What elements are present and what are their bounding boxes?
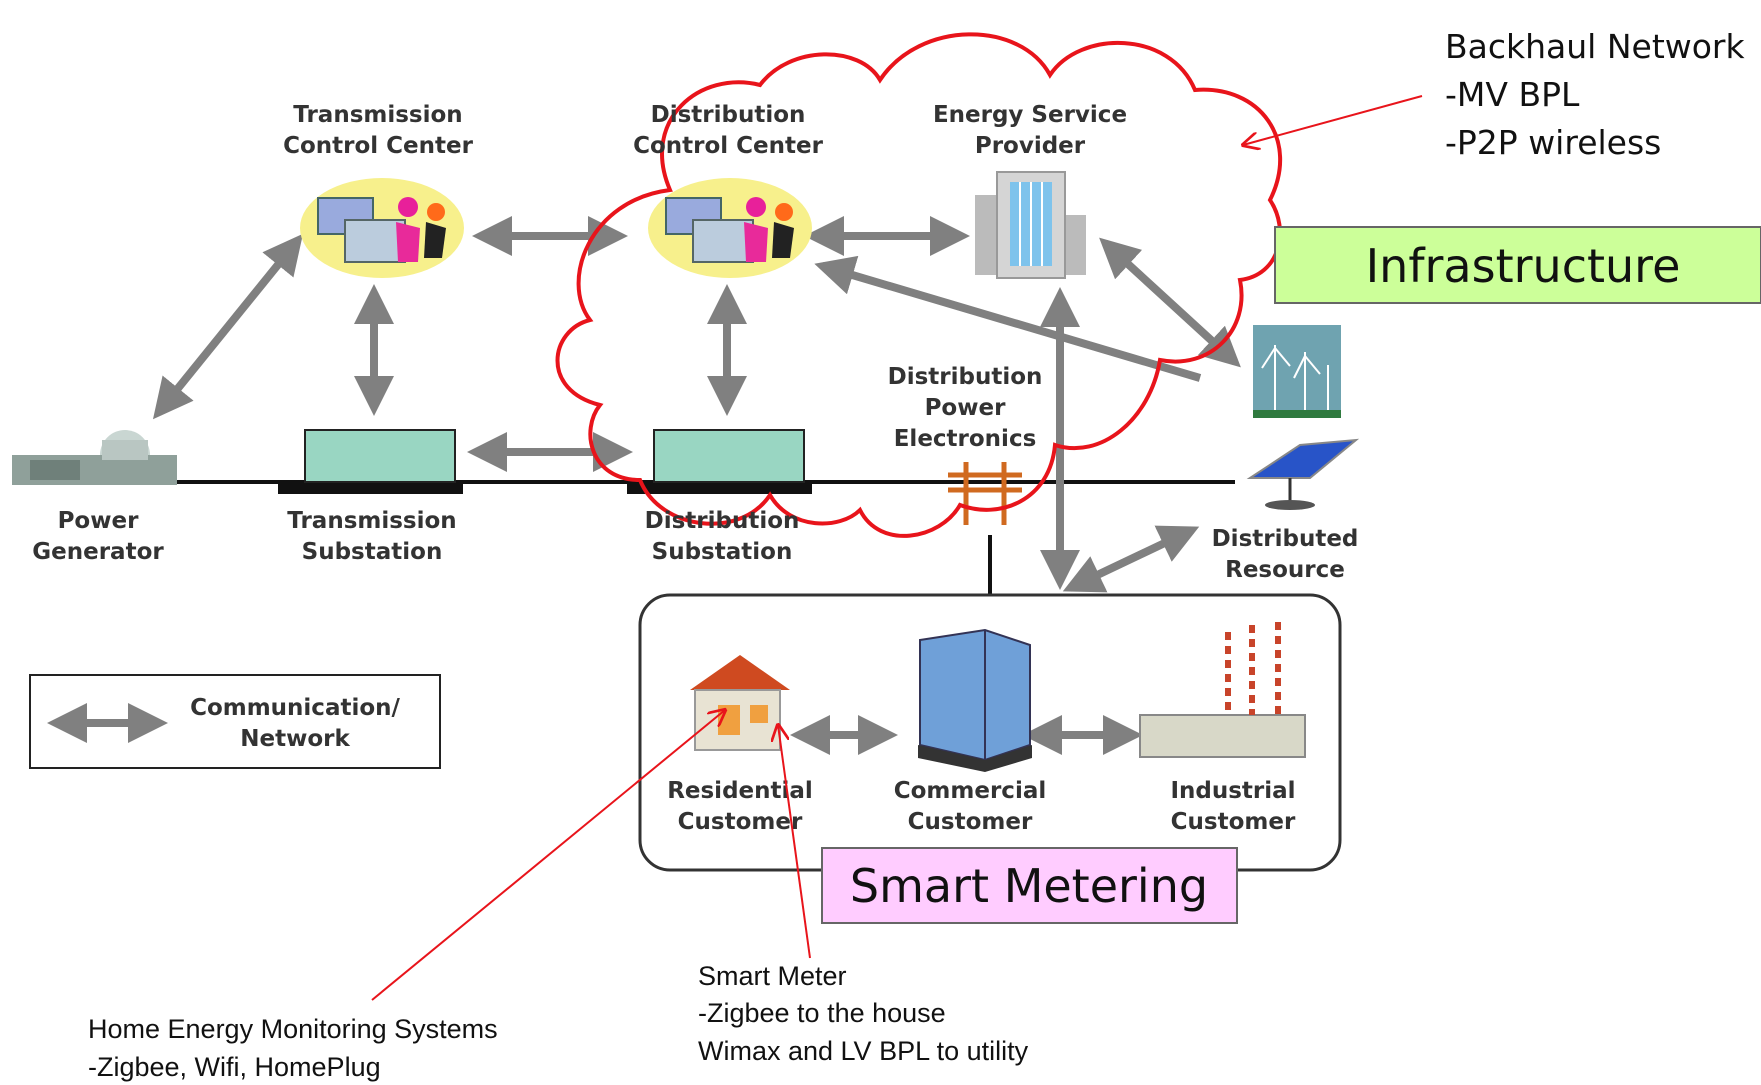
backhaul-callout-line: Backhaul Network — [1445, 27, 1746, 66]
distribution-power-electronics-label: Power — [925, 395, 1007, 421]
smart-meter-callout-line: Smart Meter — [698, 961, 847, 991]
power-electronics-icon — [948, 462, 1022, 525]
arrow-wind-dcc — [814, 255, 1202, 382]
infrastructure-box: Infrastructure — [1274, 226, 1761, 304]
distributed-resource-label: Distributed — [1212, 526, 1359, 552]
distribution-power-electronics-label: Electronics — [894, 426, 1037, 452]
backhaul-callout-line: -MV BPL — [1445, 75, 1580, 114]
industrial-customer-label: Customer — [1171, 809, 1296, 835]
wind-turbine-icon — [1253, 325, 1341, 418]
energy-service-provider-label: Provider — [975, 133, 1086, 159]
transmission-control-center-label: Transmission — [293, 102, 462, 128]
commercial-customer-label: Customer — [908, 809, 1033, 835]
factory-icon — [1139, 622, 1306, 758]
home-energy-callout-arrow — [371, 710, 725, 1001]
industrial-customer-label: Industrial — [1170, 778, 1295, 804]
distributed-resource-label: Resource — [1225, 557, 1345, 583]
backhaul-cloud — [555, 32, 1282, 538]
legend: Communication/ Network — [29, 674, 441, 769]
control-center-icon — [300, 178, 464, 278]
legend-label-line2: Network — [240, 726, 350, 752]
power-generator-label: Generator — [32, 539, 164, 565]
arrow-generator-tcc — [152, 233, 304, 420]
control-center-icon — [648, 178, 812, 278]
office-building-icon — [975, 171, 1086, 279]
power-plant-icon — [12, 430, 177, 485]
power-generator-label: Power — [58, 508, 140, 534]
distribution-power-electronics-label: Distribution — [888, 364, 1043, 390]
distribution-substation-label: Distribution — [645, 508, 800, 534]
legend-label-line1: Communication/ — [190, 695, 400, 721]
house-icon — [690, 655, 790, 751]
home-energy-callout-line: Home Energy Monitoring Systems — [88, 1014, 498, 1044]
smart-metering-box: Smart Metering — [821, 847, 1238, 924]
smart-meter-callout-line: -Zigbee to the house — [698, 998, 946, 1028]
energy-service-provider-label: Energy Service — [933, 102, 1127, 128]
transmission-substation-label: Substation — [302, 539, 443, 565]
distribution-control-center-label: Control Center — [633, 133, 824, 159]
solar-panel-icon — [1246, 438, 1360, 510]
office-tower-icon — [918, 628, 1032, 772]
residential-customer-label: Customer — [678, 809, 803, 835]
callout-arrows — [371, 95, 1423, 1001]
arrow-esp-wind — [1099, 237, 1241, 368]
substation-icon — [627, 429, 812, 494]
smart-metering-label: Smart Metering — [850, 859, 1208, 913]
home-energy-callout-line: -Zigbee, Wifi, HomePlug — [88, 1052, 381, 1082]
substation-icon — [278, 429, 463, 494]
residential-customer-label: Residential — [667, 778, 813, 804]
commercial-customer-label: Commercial — [894, 778, 1046, 804]
transmission-control-center-label: Control Center — [283, 133, 474, 159]
smart-meter-callout-line: Wimax and LV BPL to utility — [698, 1036, 1029, 1066]
arrow-resource-customers — [1062, 525, 1200, 593]
smart-meter-callout-arrow — [778, 725, 811, 959]
distribution-substation-label: Substation — [652, 539, 793, 565]
backhaul-callout-line: -P2P wireless — [1445, 123, 1661, 162]
communication-arrows — [152, 216, 1241, 755]
distribution-control-center-label: Distribution — [651, 102, 806, 128]
backhaul-callout-arrow — [1243, 95, 1423, 145]
transmission-substation-label: Transmission — [287, 508, 456, 534]
infrastructure-label: Infrastructure — [1366, 239, 1681, 293]
